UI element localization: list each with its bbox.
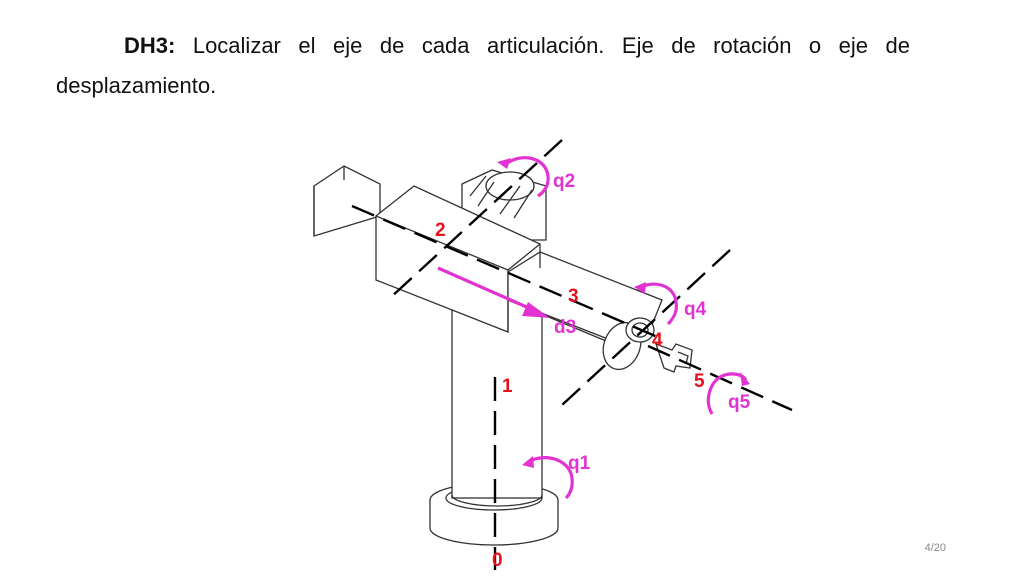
axis-q4 [561,249,731,406]
q4-rotation-arrow [639,282,678,326]
frame-label-4: 4 [652,330,663,351]
axis-d3 [351,204,661,340]
column-bottom-edge [451,494,543,507]
frame-label-3: 3 [568,286,579,307]
q5-arrowhead [740,372,750,386]
gripper-jaw [677,351,689,365]
motion-arrows [437,156,750,500]
q2-rotation-arrow [502,156,550,198]
joint-label-q4: q4 [684,299,707,320]
wrist-ring-inner [631,322,649,338]
frame-label-2: 2 [435,220,446,241]
frame-label-1: 1 [502,376,513,397]
vertical-column [451,299,543,499]
boom-rear-edges [313,166,345,236]
shoulder-ribs [469,175,533,219]
joint-labels: q2 q4 d3 q5 q1 [553,171,751,474]
frame-labels: 2 3 4 5 1 0 [435,220,705,571]
step-description: Localizar el eje de cada articulación. E… [56,33,910,98]
joint-label-q1: q1 [568,453,591,474]
joint-label-d3: d3 [554,317,576,338]
shoulder-cap [485,171,535,201]
instruction-paragraph: DH3: Localizar el eje de cada articulaci… [56,26,910,106]
q2-arrowhead [497,158,511,169]
q1-arrowhead [522,456,534,468]
step-label: DH3: [124,33,176,58]
joint-label-q2: q2 [553,171,575,192]
joint-label-q5: q5 [728,392,751,413]
frame-label-5: 5 [694,371,705,392]
d3-arrowhead [522,302,550,318]
page-number: 4/20 [924,542,946,554]
axis-q2 [389,139,563,299]
q4-arrowhead [634,282,646,294]
robot-body [313,165,693,546]
d3-translation-arrow [437,266,539,314]
gripper [654,342,693,373]
boom-rear-extension [313,165,381,237]
q1-rotation-arrow [527,456,574,500]
frame-label-0: 0 [492,550,503,571]
